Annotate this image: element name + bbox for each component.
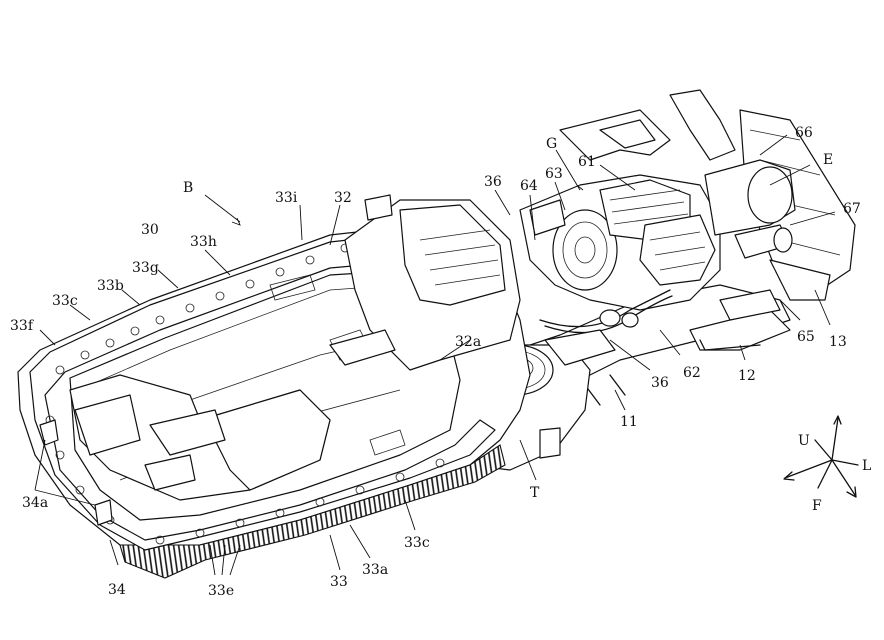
label-36-top: 36: [484, 174, 502, 190]
label-E: E: [823, 152, 833, 168]
label-33h: 33h: [190, 234, 217, 250]
label-T: T: [530, 485, 540, 501]
engine-generator-unit: [519, 159, 796, 334]
label-66: 66: [795, 125, 813, 141]
label-36-mid: 36: [651, 375, 669, 391]
label-33c-bottom: 33c: [404, 535, 430, 551]
label-33e: 33e: [208, 583, 234, 599]
label-61: 61: [578, 154, 596, 170]
leader-lines: [34, 134, 836, 576]
label-32a: 32a: [455, 334, 481, 350]
reference-labels: B 30 33i 32 33h 33g 33b 33c 33f 36 64 63…: [10, 125, 861, 599]
label-65: 65: [797, 329, 815, 345]
label-67: 67: [843, 201, 861, 217]
label-34: 34: [108, 582, 126, 598]
label-33g: 33g: [132, 260, 159, 276]
label-32: 32: [334, 190, 352, 206]
label-34a: 34a: [22, 495, 48, 511]
label-62: 62: [683, 365, 701, 381]
label-G: G: [546, 136, 557, 152]
label-33b: 33b: [97, 278, 124, 294]
label-33: 33: [330, 574, 348, 590]
label-33f: 33f: [10, 318, 35, 334]
battery-case: [17, 194, 531, 579]
label-30: 30: [141, 222, 159, 238]
label-33c-top: 33c: [52, 293, 78, 309]
label-33a: 33a: [362, 562, 388, 578]
axis-label-up: U: [798, 433, 810, 449]
label-13: 13: [829, 334, 847, 350]
axis-label-front: F: [812, 498, 822, 514]
label-64: 64: [520, 178, 538, 194]
label-12: 12: [738, 368, 756, 384]
label-B: B: [183, 180, 193, 196]
axis-label-left: L: [862, 458, 871, 474]
label-33i: 33i: [275, 190, 298, 206]
label-11: 11: [620, 414, 638, 430]
label-63: 63: [545, 166, 563, 182]
direction-axes: U L F: [783, 415, 871, 514]
